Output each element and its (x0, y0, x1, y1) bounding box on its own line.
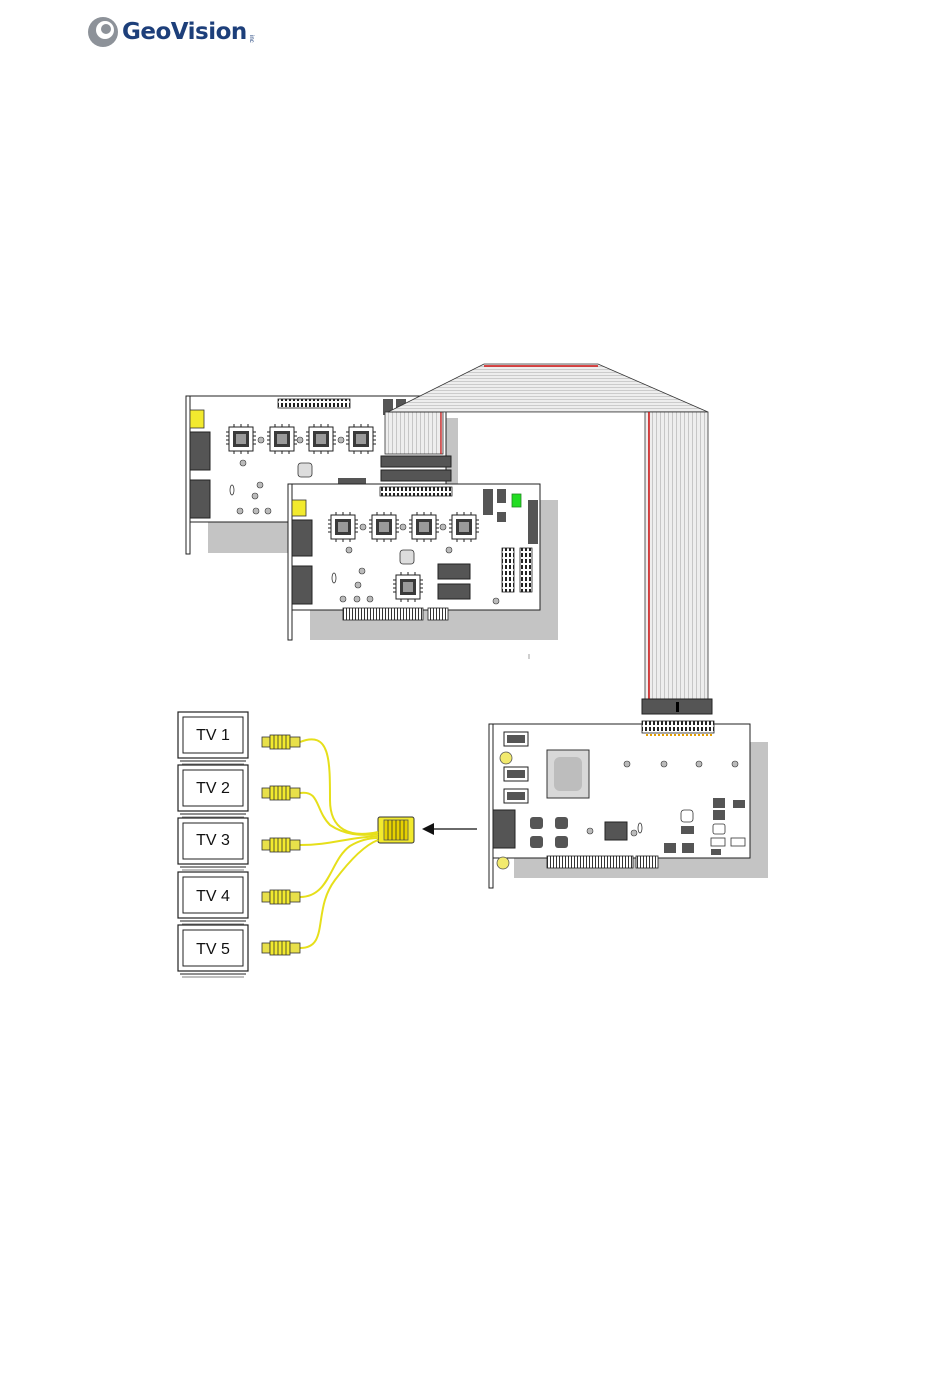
rca-plug-4 (262, 890, 300, 904)
tv-2: TV 2 (178, 765, 300, 817)
rca-plug-1 (262, 735, 300, 749)
tv-3: TV 3 (178, 818, 300, 870)
tv-1: TV 1 (178, 712, 300, 764)
tv-5-label: TV 5 (196, 941, 230, 958)
tv-4-label: TV 4 (196, 888, 230, 905)
vga-splitter-connector (378, 817, 414, 843)
rca-plug-3 (262, 838, 300, 852)
tv-4: TV 4 (178, 872, 300, 924)
rca-plug-5 (262, 941, 300, 955)
tv-1-label: TV 1 (196, 727, 230, 744)
tv-2-label: TV 2 (196, 780, 230, 797)
tv-5: TV 5 (178, 925, 300, 977)
video-output-card (489, 721, 768, 888)
connection-arrow (422, 823, 477, 835)
tv-3-label: TV 3 (196, 832, 230, 849)
capture-card-front (288, 484, 558, 640)
yellow-breakout-cables (300, 739, 378, 948)
rca-plug-2 (262, 786, 300, 800)
